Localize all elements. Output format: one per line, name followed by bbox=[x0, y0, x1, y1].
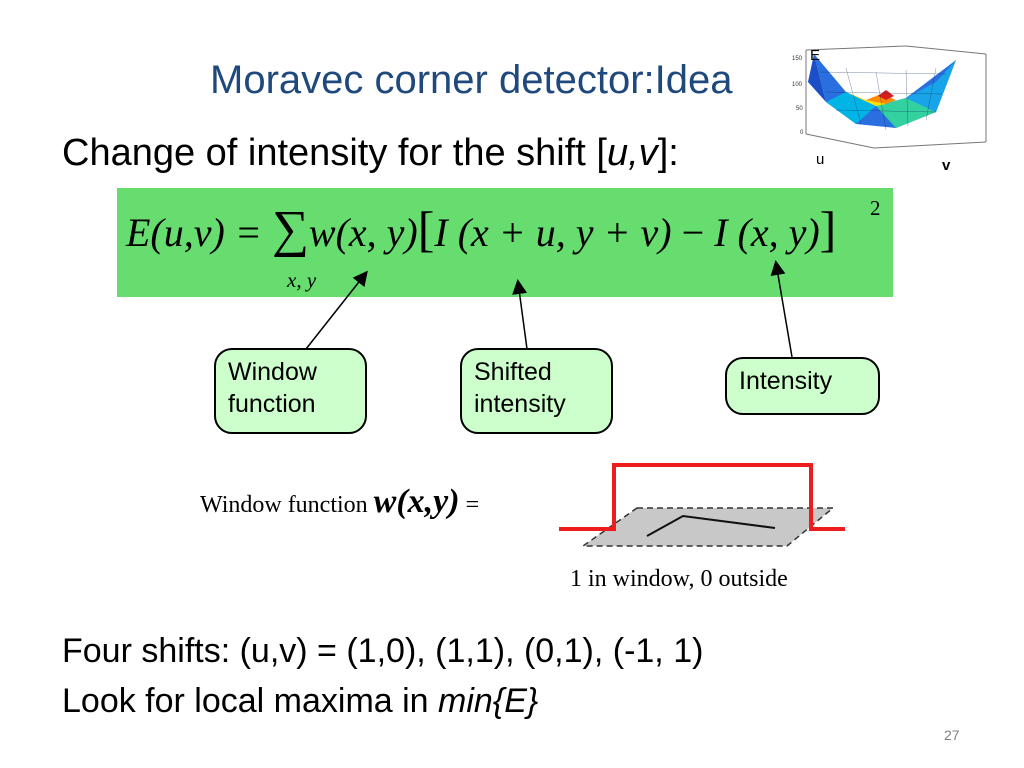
window-step-line bbox=[559, 463, 845, 531]
intensity-callout: Intensity bbox=[725, 357, 880, 415]
equation-minus: − bbox=[671, 210, 715, 255]
window-caption: 1 in window, 0 outside bbox=[570, 566, 788, 592]
error-surface-plot: 150 100 50 0 E u v bbox=[792, 45, 987, 174]
window-function-text: Window function bbox=[200, 492, 374, 518]
subtitle-suffix: ]: bbox=[657, 132, 679, 174]
equation-lhs: E(u,v) = bbox=[126, 210, 272, 255]
intensity-arrow bbox=[770, 260, 793, 358]
svg-text:0: 0 bbox=[800, 130, 804, 136]
local-maxima-expression: min{E} bbox=[438, 682, 539, 720]
equation-intensity-term: I (x, y) bbox=[714, 210, 820, 255]
window-function-label: Window function w(x,y) = bbox=[200, 483, 479, 521]
four-shifts-text: Four shifts: (u,v) = (1,0), (1,1), (0,1)… bbox=[62, 632, 704, 670]
window-plane bbox=[580, 507, 836, 547]
axis-u-label: u bbox=[816, 151, 824, 168]
shifted-intensity-callout: Shifted intensity bbox=[460, 348, 613, 434]
bracket-open: [ bbox=[417, 201, 435, 257]
sum-subscript: x, y bbox=[287, 268, 317, 292]
error-equation: E(u,v) = ∑w(x, y)[I (x + u, y + v) − I (… bbox=[126, 200, 836, 259]
callout-line: intensity bbox=[474, 390, 566, 418]
callout-line: function bbox=[228, 390, 316, 418]
shifted-arrow bbox=[512, 279, 528, 350]
equation-exponent: 2 bbox=[870, 196, 881, 220]
axis-e-label: E bbox=[810, 47, 820, 64]
local-maxima-prefix: Look for local maxima in bbox=[62, 682, 439, 720]
slide-title: Moravec corner detector:Idea bbox=[210, 58, 733, 102]
svg-text:100: 100 bbox=[792, 82, 803, 88]
callout-line: Intensity bbox=[739, 367, 833, 395]
window-function-equals: = bbox=[459, 492, 480, 518]
window-function-diagram bbox=[559, 463, 845, 547]
window-arrow bbox=[305, 270, 368, 350]
sum-symbol: ∑ bbox=[271, 201, 309, 258]
callout-line: Shifted bbox=[474, 358, 552, 386]
page-number: 27 bbox=[944, 727, 960, 743]
svg-text:150: 150 bbox=[792, 56, 803, 62]
equation-box bbox=[117, 188, 893, 297]
shift-subtitle: Change of intensity for the shift [u,v]: bbox=[62, 132, 679, 175]
plot-axes bbox=[805, 45, 987, 149]
equation-window-term: w(x, y) bbox=[308, 210, 418, 255]
axis-v-label: v bbox=[942, 157, 951, 174]
surface-mesh bbox=[808, 54, 956, 128]
equation-shifted-term: I (x + u, y + v) bbox=[434, 210, 672, 255]
subtitle-prefix: Change of intensity for the shift [ bbox=[62, 132, 607, 174]
bracket-close: ] bbox=[819, 201, 837, 257]
plane-curve bbox=[646, 514, 776, 537]
window-function-callout: Window function bbox=[214, 348, 367, 434]
subtitle-variable: u,v bbox=[606, 132, 658, 174]
callout-line: Window bbox=[228, 358, 317, 386]
window-function-symbol: w(x,y) bbox=[373, 483, 460, 520]
local-maxima-text: Look for local maxima in min{E} bbox=[62, 682, 538, 721]
svg-text:50: 50 bbox=[796, 106, 803, 112]
